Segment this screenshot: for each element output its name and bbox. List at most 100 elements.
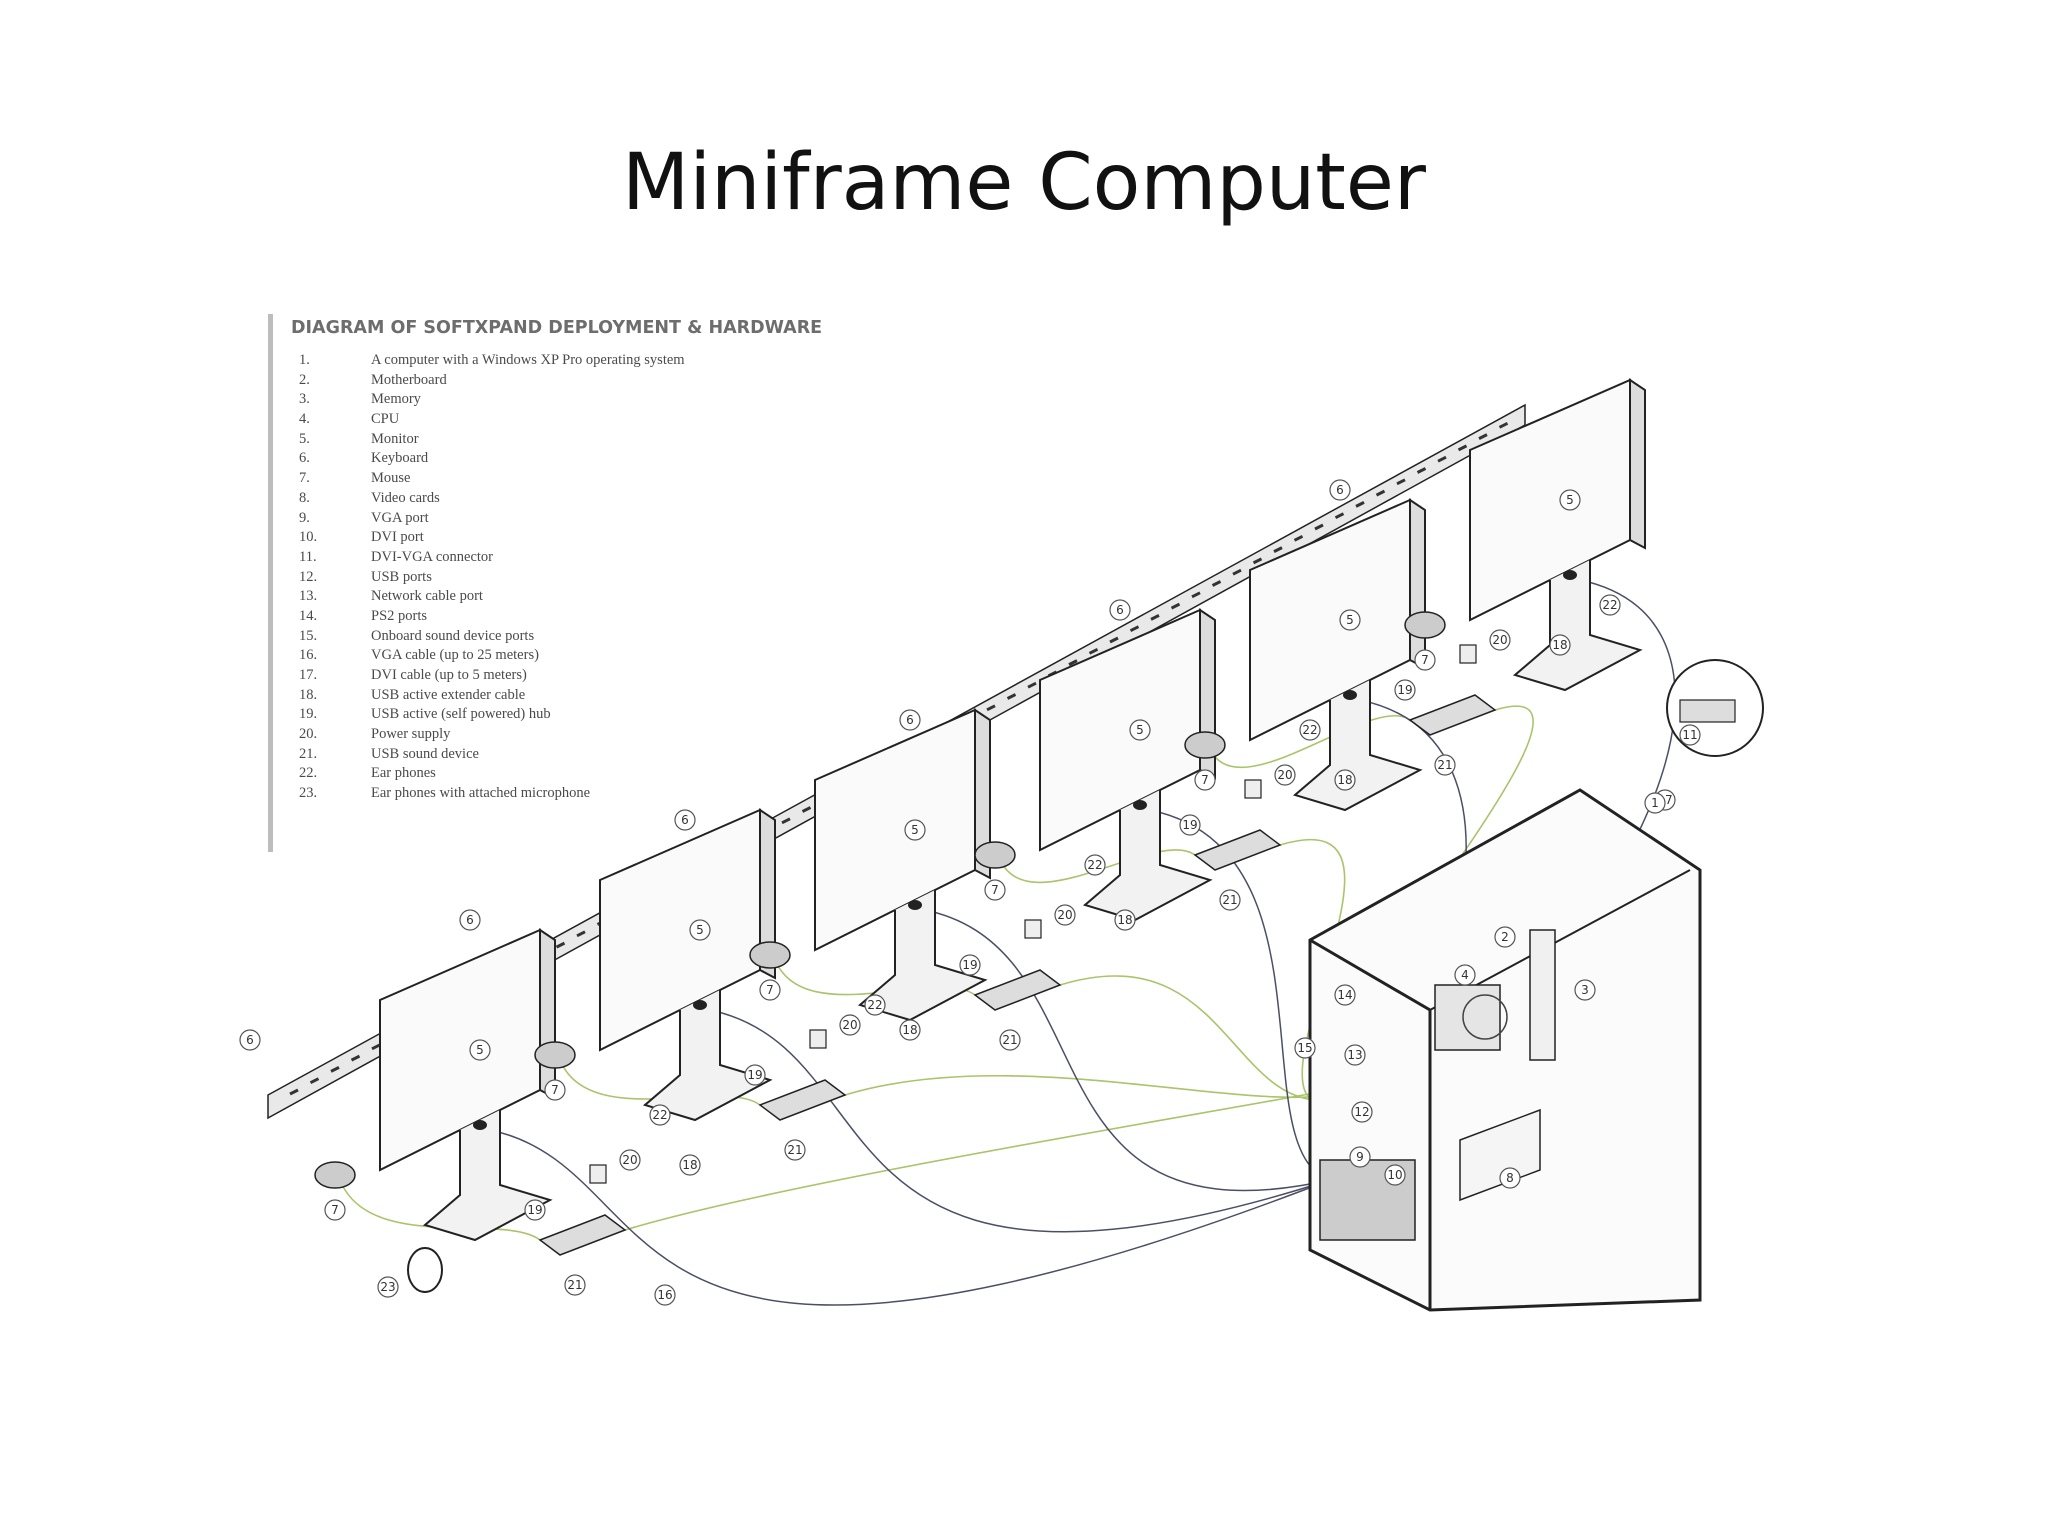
callout-label-monitor: 5 bbox=[476, 1043, 484, 1057]
callout-circle-power bbox=[839, 1014, 861, 1036]
callout-label-sound: 21 bbox=[1222, 893, 1237, 907]
key bbox=[1457, 444, 1468, 452]
callout-label-hub: 19 bbox=[1182, 818, 1197, 832]
callout-circle-mouse bbox=[544, 1079, 566, 1101]
callout-circle-sound bbox=[1219, 889, 1241, 911]
callout-label-earphones: 22 bbox=[867, 998, 882, 1012]
key bbox=[1375, 489, 1386, 497]
legend-item-number: 5. bbox=[299, 430, 310, 447]
monitor-connector bbox=[1563, 570, 1577, 580]
key bbox=[1334, 512, 1345, 520]
callout-circle-network bbox=[1344, 1044, 1366, 1066]
legend-item: 6.Keyboard bbox=[291, 450, 788, 470]
callout-label-mouse: 7 bbox=[1421, 653, 1429, 667]
callout-circle-mouse bbox=[759, 979, 781, 1001]
callout-label-dvi_vga: 11 bbox=[1682, 728, 1697, 742]
callout-label-hub: 19 bbox=[962, 958, 977, 972]
legend-item-text: PS2 ports bbox=[371, 607, 428, 624]
callout-label-monitor: 5 bbox=[1566, 493, 1574, 507]
usb-extender-cable bbox=[1059, 975, 1331, 1102]
callout-circle-hub bbox=[744, 1064, 766, 1086]
callout-label-network: 13 bbox=[1347, 1048, 1362, 1062]
vga-cable bbox=[924, 909, 1331, 1192]
callout-label-computer: 1 bbox=[1651, 796, 1659, 810]
callout-circle-onboard_sound bbox=[1294, 1037, 1316, 1059]
memory-modules bbox=[1529, 929, 1556, 1061]
key bbox=[371, 1043, 381, 1051]
adapter-body bbox=[1679, 699, 1736, 723]
callout-circle-earphones bbox=[649, 1104, 671, 1126]
callout-circle-earphones bbox=[1299, 719, 1321, 741]
legend-item: 23.Ear phones with attached microphone bbox=[291, 785, 788, 805]
legend-item-number: 11. bbox=[299, 548, 317, 565]
callout-circle-keyboard bbox=[899, 709, 921, 731]
callout-label-earphones: 22 bbox=[1602, 598, 1617, 612]
legend-item-number: 10. bbox=[299, 529, 318, 546]
mouse bbox=[974, 841, 1016, 869]
callout-circle-sound bbox=[1434, 754, 1456, 776]
legend-item-number: 18. bbox=[299, 686, 318, 703]
legend-item-text: Video cards bbox=[371, 489, 440, 506]
legend: DIAGRAM OF SOFTXPAND DEPLOYMENT & HARDWA… bbox=[268, 314, 822, 852]
legend-item: 13.Network cable port bbox=[291, 588, 788, 608]
monitor-connector bbox=[1133, 800, 1147, 810]
legend-item-text: USB active extender cable bbox=[371, 686, 526, 703]
callout-circle-usb_extender bbox=[1114, 909, 1136, 931]
callout-label-power: 20 bbox=[1277, 768, 1292, 782]
legend-item-text: A computer with a Windows XP Pro operati… bbox=[371, 352, 685, 368]
legend-item-text: USB ports bbox=[371, 568, 432, 585]
legend-item-number: 21. bbox=[299, 745, 318, 762]
key bbox=[1232, 568, 1242, 576]
legend-item-text: Ear phones bbox=[371, 765, 436, 782]
key bbox=[801, 806, 812, 813]
legend-item-text: DVI-VGA connector bbox=[371, 548, 494, 565]
callout-label-memory: 3 bbox=[1581, 983, 1589, 997]
callout-circle-dvi_vga bbox=[1679, 724, 1701, 746]
legend-item: 17.DVI cable (up to 5 meters) bbox=[291, 667, 788, 687]
callout-label-hub: 19 bbox=[1397, 683, 1412, 697]
key bbox=[1150, 614, 1160, 621]
workstation bbox=[314, 928, 627, 1256]
legend-item-text: USB sound device bbox=[371, 745, 479, 762]
legend-item: 10. DVI port bbox=[291, 529, 788, 549]
usb-hub bbox=[1408, 694, 1497, 736]
legend-item: 14.PS2 ports bbox=[291, 608, 788, 628]
key bbox=[1191, 591, 1201, 599]
callout-circle-dvi_port bbox=[1384, 1164, 1406, 1186]
legend-item: 3.Memory bbox=[291, 391, 788, 411]
key bbox=[1478, 433, 1488, 440]
callout-label-usb_extender: 18 bbox=[902, 1023, 917, 1037]
mouse-cable bbox=[994, 841, 1196, 884]
callout-circle-monitor bbox=[1559, 489, 1581, 511]
callout-circle-earphones bbox=[1084, 854, 1106, 876]
callout-label-power: 20 bbox=[622, 1153, 637, 1167]
callout-circle-ps2 bbox=[1334, 984, 1356, 1006]
key bbox=[576, 930, 586, 938]
monitor-side bbox=[1629, 378, 1646, 550]
legend-item-number: 23. bbox=[299, 785, 318, 802]
callout-circle-usb_ports bbox=[1351, 1101, 1373, 1123]
key bbox=[1211, 580, 1222, 587]
callout-label-power: 20 bbox=[1057, 908, 1072, 922]
callout-label-mouse: 7 bbox=[991, 883, 999, 897]
monitor-connector bbox=[473, 1120, 487, 1130]
key bbox=[1109, 636, 1119, 644]
callout-label-motherboard: 2 bbox=[1501, 930, 1509, 944]
monitor-stand bbox=[422, 1110, 553, 1242]
callout-circle-motherboard bbox=[1494, 926, 1516, 948]
cpu-fan bbox=[1462, 994, 1508, 1040]
callout-circle-computer bbox=[1644, 792, 1666, 814]
legend-item: 20.Power supply bbox=[291, 726, 788, 746]
callout-circle-sound bbox=[999, 1029, 1021, 1051]
workstation bbox=[534, 808, 847, 1122]
legend-item-text: DVI port bbox=[371, 529, 424, 546]
key bbox=[1293, 534, 1304, 542]
legend-item: 15.Onboard sound device ports bbox=[291, 628, 788, 648]
mouse bbox=[1404, 611, 1446, 639]
key bbox=[1314, 523, 1324, 531]
callout-label-monitor: 5 bbox=[1346, 613, 1354, 627]
callout-label-power: 20 bbox=[842, 1018, 857, 1032]
callout-label-cpu: 4 bbox=[1461, 968, 1469, 982]
usb-extender-cable bbox=[624, 1089, 1331, 1231]
